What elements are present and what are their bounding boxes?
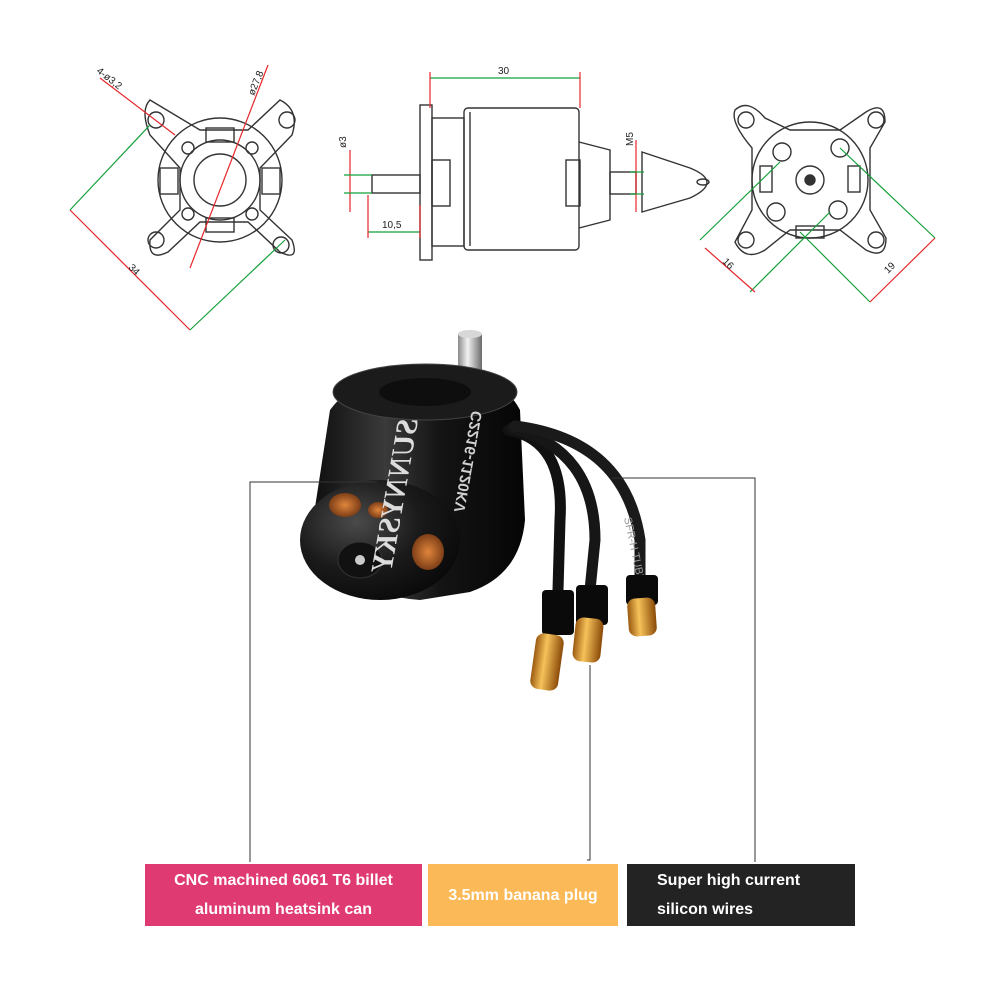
rear-screw-3: [766, 202, 786, 222]
motor-rear-bearing: [355, 555, 365, 565]
front-screw-3: [181, 207, 195, 221]
rear-slot-right: [847, 165, 861, 193]
shaft-length-label: 10,5: [382, 220, 402, 231]
connector-sleeve-3: [626, 575, 658, 605]
side-view: [371, 104, 710, 261]
leader-lines: [249, 477, 756, 862]
rear-hub: [795, 165, 825, 195]
rear-screw-1: [772, 142, 792, 162]
callout-silicon-wires: Super high current silicon wires: [627, 864, 855, 926]
spacing-19-label: 19: [882, 260, 898, 276]
rear-hole-tl: [737, 111, 755, 129]
callout-banana-plug: 3.5mm banana plug: [428, 864, 618, 926]
circle-diameter-label: ø27,8: [247, 69, 267, 97]
front-screw-4: [245, 207, 259, 221]
side-mount-body: [431, 117, 465, 247]
rear-bearing: [804, 174, 816, 186]
connector-sleeve-2: [576, 585, 608, 625]
shaft-diameter-label: ø3: [338, 136, 349, 148]
callout-plug-line1: 3.5mm banana plug: [448, 886, 598, 904]
front-dimensions: 4-ø3,2 ø27,8 34: [69, 64, 286, 331]
front-hole-tl: [147, 111, 165, 129]
side-mount-flange: [419, 104, 433, 261]
front-slot-top: [205, 127, 235, 143]
front-hole-bl: [147, 231, 165, 249]
rear-view: [733, 104, 887, 256]
side-rear-bell: [578, 141, 611, 229]
front-view: [144, 99, 296, 256]
rear-slot-left: [759, 165, 773, 193]
front-inner-ring: [179, 139, 261, 221]
length-30-label: 30: [498, 66, 510, 77]
leader-plug: [587, 665, 591, 861]
callout-wire-line1: Super high current: [657, 872, 801, 889]
banana-plug-2: [572, 617, 604, 663]
rear-hole-br: [867, 231, 885, 249]
front-screw-1: [181, 141, 195, 155]
banana-plug-1: [530, 633, 564, 691]
side-shaft-collar: [431, 159, 451, 207]
leader-can: [249, 481, 377, 862]
thread-label: M5: [625, 132, 636, 146]
side-dimensions: 30 ø3 10,5 M5: [338, 66, 644, 238]
side-can: [463, 107, 580, 251]
motor-photo: SUNNYSKY C2216-1120KV SFR-H TUBE: [300, 330, 658, 691]
callout-can-line2: aluminum heatsink can: [195, 901, 372, 918]
wire-3: [509, 420, 646, 586]
rear-hole-tr: [867, 111, 885, 129]
rear-slot-bottom: [795, 225, 825, 239]
spacing-16-label: 16: [720, 256, 736, 272]
callout-wire-line2: silicon wires: [657, 901, 754, 918]
rear-dimensions: 16 19: [699, 147, 936, 303]
hole-diameter-label: 4-ø3,2: [94, 66, 124, 93]
front-slot-left: [159, 167, 179, 195]
callout-heatsink-can: CNC machined 6061 T6 billet aluminum hea…: [145, 864, 422, 926]
callout-can-line1: CNC machined 6061 T6 billet: [174, 872, 393, 889]
front-hole-br: [272, 236, 290, 254]
connector-sleeve-1: [542, 590, 574, 635]
width-34-label: 34: [126, 262, 142, 278]
rear-mount-plate: [733, 104, 887, 256]
front-outer-ring: [157, 117, 283, 243]
copper-winding: [329, 493, 361, 517]
front-slot-right: [261, 167, 281, 195]
side-prop-nut: [609, 171, 637, 195]
rear-screw-4: [828, 200, 848, 220]
side-shaft: [371, 174, 421, 194]
leader-wire: [612, 477, 756, 862]
wire-2: [506, 422, 601, 596]
front-screw-2: [245, 141, 259, 155]
rear-screw-2: [830, 138, 850, 158]
front-hub: [193, 153, 247, 207]
front-hole-tr: [278, 111, 296, 129]
banana-plug-3: [627, 597, 657, 637]
rear-hole-bl: [737, 231, 755, 249]
